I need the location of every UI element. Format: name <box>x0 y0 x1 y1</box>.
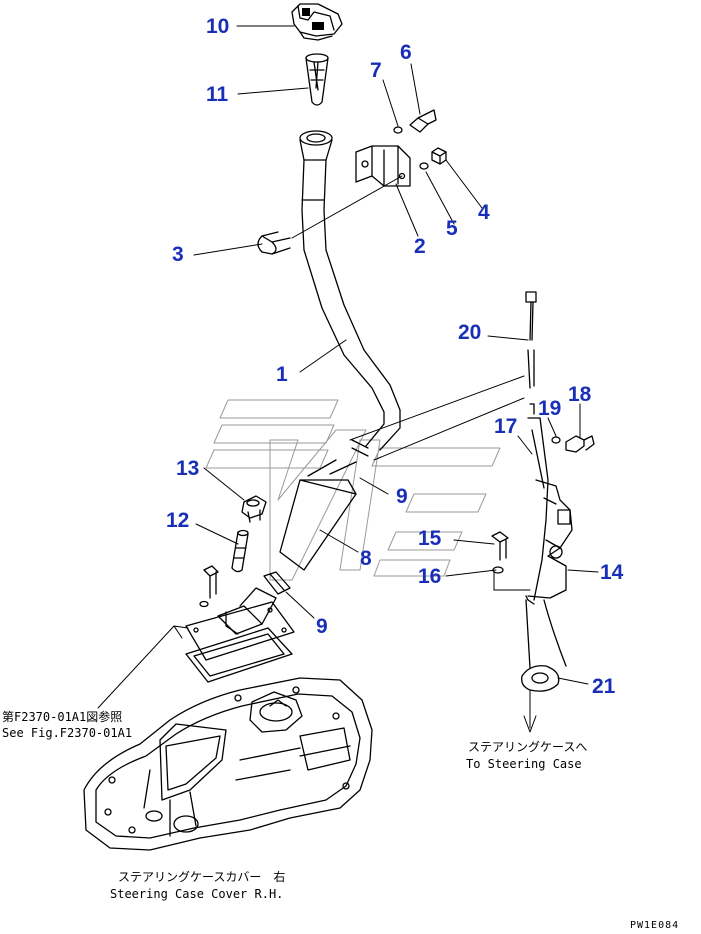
gauge-tube-part-14 <box>525 417 573 669</box>
reference-note-jp: 第F2370-01A1図参照 <box>2 710 123 724</box>
steering-case-note-en: To Steering Case <box>466 757 582 771</box>
dipstick-part-20 <box>525 291 537 415</box>
callout-8: 8 <box>360 547 372 570</box>
reference-note-en: See Fig.F2370-01A1 <box>2 726 133 740</box>
callout-19: 19 <box>538 397 562 420</box>
watermark-logo <box>205 399 501 581</box>
washer-part-19 <box>551 436 561 444</box>
bolt-part-15 <box>491 531 509 561</box>
filler-tube-part-1 <box>279 130 401 571</box>
nut-part-4 <box>431 147 447 165</box>
gasket-part-21 <box>521 665 560 692</box>
callout-20: 20 <box>458 321 482 344</box>
steering-case-cover <box>83 677 373 851</box>
callout-9-lower: 9 <box>316 615 328 638</box>
bolt-part-18 <box>565 435 595 453</box>
callout-4: 4 <box>478 201 490 224</box>
callout-18: 18 <box>568 383 592 406</box>
callout-2: 2 <box>414 235 426 258</box>
callout-15: 15 <box>418 527 442 550</box>
clamp-part-3 <box>257 231 291 255</box>
cover-note-jp: ステアリングケースカバー 右 <box>118 870 286 884</box>
callout-12: 12 <box>166 509 190 532</box>
callout-13: 13 <box>176 457 200 480</box>
cover-plate <box>185 587 295 661</box>
callout-3: 3 <box>172 243 184 266</box>
callout-7: 7 <box>370 59 382 82</box>
callout-11: 11 <box>206 83 229 106</box>
callout-14: 14 <box>600 561 624 584</box>
cover-note-en: Steering Case Cover R.H. <box>110 887 284 901</box>
washer-part-5 <box>419 162 429 170</box>
cap-part-10 <box>291 3 343 41</box>
gasket <box>185 627 293 683</box>
breather-part-13 <box>241 495 267 523</box>
bolt-part-6 <box>409 109 437 133</box>
steering-case-note-jp: ステアリングケースへ <box>468 740 588 754</box>
callout-9-upper: 9 <box>396 485 408 508</box>
callout-10: 10 <box>206 15 230 38</box>
bracket-part-2 <box>355 145 411 187</box>
washer-part-7 <box>393 126 403 134</box>
callout-21: 21 <box>592 675 616 698</box>
callout-16: 16 <box>418 565 442 588</box>
callout-6: 6 <box>400 41 412 64</box>
callout-5: 5 <box>446 217 458 240</box>
strainer-part-11 <box>305 53 329 106</box>
hose-part-12 <box>231 529 249 573</box>
bolt-left <box>199 565 219 608</box>
leader-lines <box>97 25 599 733</box>
callout-17: 17 <box>494 415 518 438</box>
drawing-code: PW1E084 <box>630 920 680 931</box>
callout-1: 1 <box>276 363 288 386</box>
clamp-part-9-lower <box>263 571 291 595</box>
